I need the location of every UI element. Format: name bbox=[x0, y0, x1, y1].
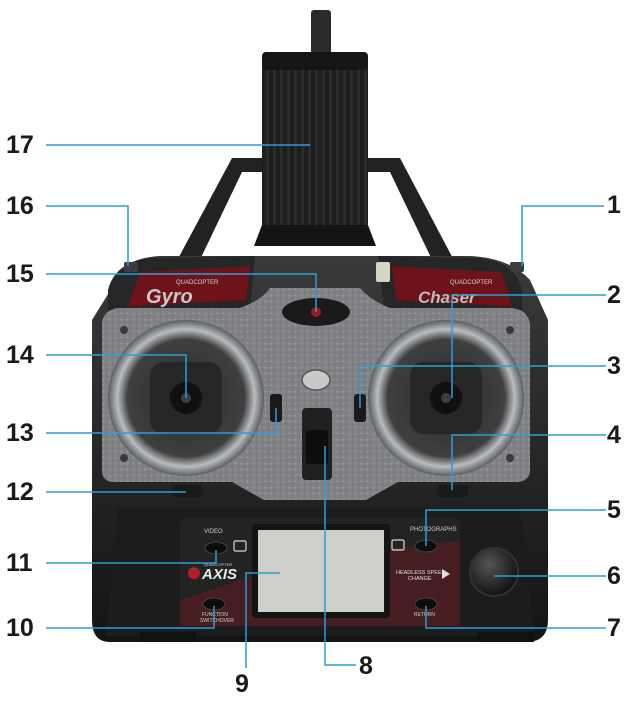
right-foot bbox=[478, 632, 534, 642]
leader-lines bbox=[46, 144, 606, 668]
leader-line-7 bbox=[425, 606, 606, 629]
axis-logo-text: AXIS bbox=[201, 566, 237, 583]
faceplate-screws bbox=[120, 326, 514, 462]
phone-holder-clamp[interactable] bbox=[254, 52, 376, 246]
arrow-right-icon bbox=[442, 569, 450, 579]
leader-line-10 bbox=[46, 606, 215, 629]
leader-line-16 bbox=[46, 205, 129, 266]
function-label-2: SWITCHOVER bbox=[200, 618, 234, 624]
speed-toggle[interactable] bbox=[376, 262, 390, 282]
headless-dial[interactable] bbox=[469, 547, 519, 597]
callout-17: 17 bbox=[6, 131, 34, 159]
headless-label: HEADLESS SPEED bbox=[396, 570, 446, 576]
leader-line-13 bbox=[46, 408, 277, 434]
function-label: FUNCTION bbox=[202, 612, 228, 618]
left-foot bbox=[140, 632, 196, 642]
leader-line-8 bbox=[324, 446, 356, 666]
callout-4: 4 bbox=[607, 421, 621, 449]
axis-logo-sub: QUADCOPTER bbox=[204, 562, 232, 567]
photo-label: PHOTOGRAPHS bbox=[410, 527, 457, 533]
right-joystick-tip bbox=[441, 393, 451, 403]
callout-10: 10 bbox=[6, 614, 34, 642]
callout-7: 7 bbox=[607, 614, 621, 642]
leader-line-14 bbox=[46, 354, 187, 398]
left-shoulder-button[interactable] bbox=[124, 262, 138, 272]
leader-line-9 bbox=[245, 572, 280, 668]
headless-label-2: CHANGE bbox=[408, 576, 432, 582]
callout-11: 11 bbox=[6, 549, 33, 577]
callout-5: 5 bbox=[607, 496, 621, 524]
center-mode-switch[interactable] bbox=[301, 369, 331, 391]
callout-6: 6 bbox=[607, 562, 621, 590]
callout-2: 2 bbox=[607, 281, 621, 309]
right-horizontal-trim[interactable] bbox=[438, 485, 468, 497]
callout-13: 13 bbox=[6, 419, 34, 447]
video-camera-icon bbox=[233, 540, 247, 552]
callout-8: 8 bbox=[359, 652, 373, 680]
leader-line-1 bbox=[521, 205, 604, 266]
return-label: RETURN bbox=[414, 612, 435, 618]
phone-holder-arms bbox=[173, 158, 458, 268]
axis-logo-mark bbox=[188, 567, 200, 579]
left-brand-stripe bbox=[128, 266, 250, 306]
callout-9: 9 bbox=[235, 670, 249, 698]
right-brand-sub: QUADCOPTER bbox=[450, 280, 493, 286]
leader-line-2 bbox=[451, 294, 606, 398]
leader-line-3 bbox=[359, 365, 606, 408]
left-brand-sub: QUADCOPTER bbox=[176, 280, 219, 286]
video-label: VIDEO bbox=[204, 529, 223, 535]
callout-3: 3 bbox=[607, 352, 621, 380]
callout-16: 16 bbox=[6, 192, 34, 220]
callout-12: 12 bbox=[6, 478, 34, 506]
leader-line-4 bbox=[451, 434, 606, 490]
leader-line-15 bbox=[46, 273, 317, 312]
leader-line-5 bbox=[425, 509, 606, 546]
photo-camera-icon bbox=[391, 539, 405, 551]
callout-14: 14 bbox=[6, 341, 34, 369]
callout-15: 15 bbox=[6, 260, 34, 288]
lcd-screen bbox=[258, 530, 384, 612]
right-brand-stripe bbox=[392, 266, 512, 306]
left-horizontal-trim[interactable] bbox=[172, 485, 202, 497]
right-brand-name: Chaser bbox=[418, 288, 477, 307]
center-slider[interactable] bbox=[306, 430, 328, 464]
left-brand-name: Gyro bbox=[146, 286, 193, 308]
right-shoulder-button[interactable] bbox=[510, 262, 524, 272]
leader-line-11 bbox=[46, 550, 217, 564]
callout-1: 1 bbox=[607, 191, 621, 219]
